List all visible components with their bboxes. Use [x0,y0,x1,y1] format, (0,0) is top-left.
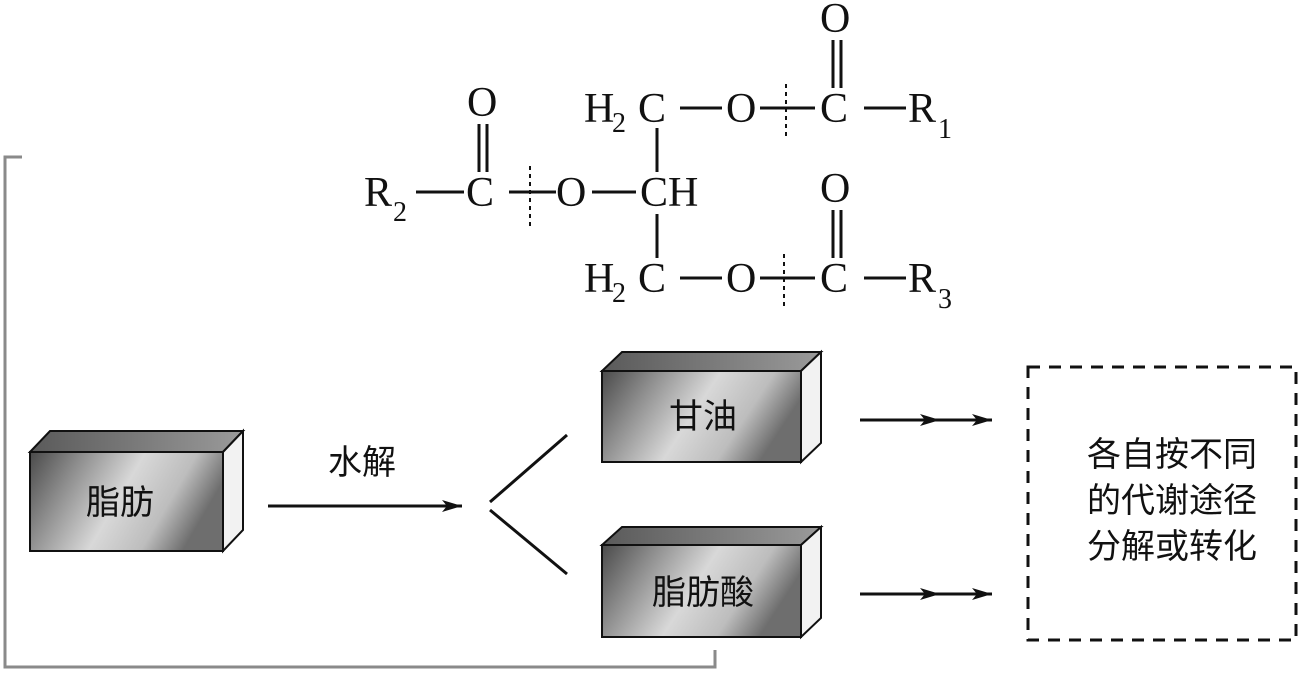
bottom-h-atom: H [584,256,614,302]
middle-carbonyl-o-atom: O [467,80,497,126]
top-ester-o-atom: O [726,86,756,132]
bottom-carbonyl-c-atom: C [820,256,848,302]
fat-block: 脂肪 [27,428,246,554]
hydrolysis-label: 水解 [328,443,396,483]
split-line-lower [489,508,568,576]
r1-group: R [908,86,936,132]
glycerol-block: 甘油 [599,349,824,465]
r3-group: R [908,256,936,302]
top-h2-subscript: 2 [612,108,626,139]
bottom-carbonyl-o-atom: O [820,166,850,212]
glycerol-block-top [599,351,824,372]
glycerol-block-front [601,370,802,463]
glycerol-block-side [800,349,822,465]
fatty-acid-block-side [800,524,822,640]
r1-subscript: 1 [938,114,952,145]
fatty-acid-block: 脂肪酸 [599,524,824,640]
top-carbonyl-o-atom: O [820,0,850,42]
fatty-acid-label: 脂肪酸 [652,573,754,613]
fat-block-side [222,428,244,554]
fat-label: 脂肪 [86,483,154,523]
r3-subscript: 3 [938,284,952,315]
fat-block-top [27,430,246,453]
split-line-upper [489,433,568,504]
r2-group: R [364,170,392,216]
result-line-2: 的代谢途径 [1087,481,1257,521]
fatty-acid-block-top [599,526,824,546]
fat-block-front [29,451,224,552]
middle-carbonyl-c-atom: C [466,170,494,216]
structure-bracket [3,155,717,669]
glycerol-label: 甘油 [669,397,737,437]
r2-subscript: 2 [393,197,407,228]
result-line-3: 分解或转化 [1087,527,1257,567]
triglyceride-structure: H 2 C O C O R 1 R 2 C O O CH H 2 C O [364,0,952,315]
top-c-atom: C [638,86,666,132]
middle-ch-atom: CH [640,170,698,216]
result-line-1: 各自按不同 [1087,435,1257,475]
fatty-acid-block-front [601,544,802,638]
bottom-ester-o-atom: O [726,256,756,302]
bottom-h2-subscript: 2 [612,278,626,309]
middle-ester-o-atom: O [556,170,586,216]
result-box [1026,365,1298,642]
top-h-atom: H [584,86,614,132]
top-carbonyl-c-atom: C [820,86,848,132]
bottom-c-atom: C [638,256,666,302]
